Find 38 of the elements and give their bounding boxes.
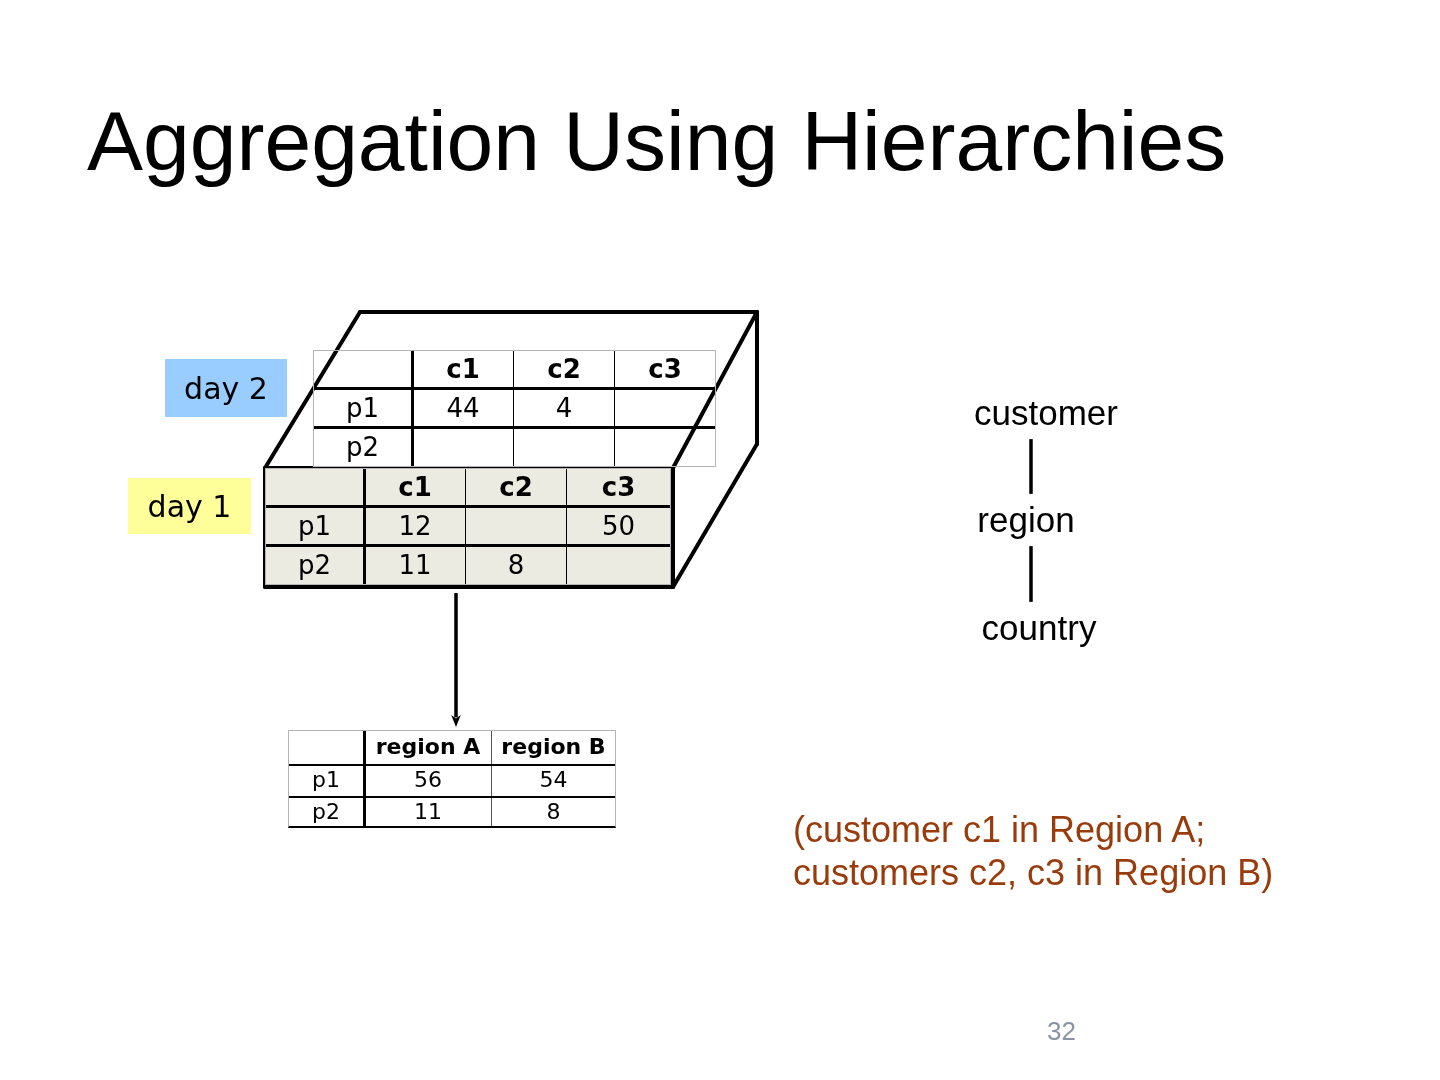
- slide-title: Aggregation Using Hierarchies: [87, 93, 1227, 190]
- hierarchy-level: region: [977, 499, 1075, 541]
- row-header: p2: [297, 550, 331, 580]
- column-header: c1: [446, 354, 480, 384]
- table-value: 8: [507, 550, 525, 580]
- data-table: [313, 350, 716, 467]
- column-header: region A: [375, 734, 481, 760]
- data-table: [265, 468, 671, 585]
- table-value: 12: [398, 511, 432, 541]
- column-header: region B: [501, 734, 606, 760]
- row-header: p2: [345, 432, 379, 462]
- arrow: [451, 593, 461, 727]
- column-header: c2: [547, 354, 581, 384]
- column-header: c3: [601, 472, 636, 502]
- table-value: 11: [414, 799, 442, 825]
- column-header: c3: [648, 354, 682, 384]
- table-value: 44: [446, 393, 480, 423]
- row-header: p1: [297, 511, 331, 541]
- hierarchy-level: customer: [974, 392, 1118, 434]
- row-header: p2: [312, 799, 340, 825]
- data-table: [288, 730, 616, 828]
- hierarchy-level: country: [981, 607, 1097, 649]
- page-number: 32: [1047, 1016, 1076, 1046]
- note-text: (customer c1 in Region A; customers c2, c3 in Region B): [793, 808, 1275, 894]
- connector-line: [1029, 439, 1033, 494]
- column-header: c2: [499, 472, 533, 502]
- row-header: p1: [345, 393, 379, 423]
- row-header: p1: [312, 768, 340, 793]
- connector-line: [1029, 546, 1033, 602]
- column-header: c1: [398, 472, 432, 502]
- table-value: 54: [539, 768, 568, 793]
- slice-label: day 1: [128, 478, 251, 534]
- table-value: 4: [555, 393, 573, 423]
- table-value: 56: [414, 768, 442, 793]
- slice-label: day 2: [165, 359, 287, 417]
- table-value: 11: [398, 550, 432, 580]
- table-value: 50: [601, 511, 636, 541]
- table-value: 8: [546, 799, 561, 825]
